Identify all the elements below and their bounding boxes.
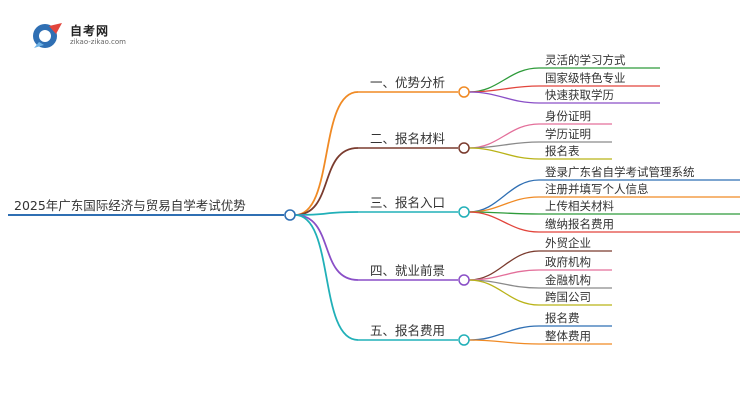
leaf-connector (468, 339, 540, 345)
branch-connector (294, 214, 359, 341)
branch-label[interactable]: 三、报名入口 (370, 195, 445, 210)
branch-label[interactable]: 五、报名费用 (370, 323, 445, 338)
root-label[interactable]: 2025年广东国际经济与贸易自学考试优势 (14, 198, 246, 213)
branch-connector (294, 211, 359, 216)
leaf-label[interactable]: 报名表 (545, 144, 580, 158)
leaf-label[interactable]: 报名费 (545, 311, 580, 325)
leaf-connector (468, 141, 540, 149)
branch-connector (294, 91, 359, 216)
branch-node-circle[interactable] (458, 206, 470, 218)
leaf-label[interactable]: 登录广东省自学考试管理系统 (545, 165, 695, 179)
leaf-connector (468, 325, 540, 341)
leaf-connector (468, 91, 540, 104)
leaf-label[interactable]: 快速获取学历 (545, 88, 614, 102)
branch-label[interactable]: 一、优势分析 (370, 75, 445, 90)
logo-title: 自考网 (70, 24, 110, 38)
site-logo[interactable]: 自考网 zikao-zikao.com (30, 20, 140, 50)
branch-connector (294, 147, 359, 216)
leaf-label[interactable]: 国家级特色专业 (545, 71, 626, 85)
leaf-label[interactable]: 身份证明 (545, 109, 591, 123)
branch-label[interactable]: 二、报名材料 (370, 131, 446, 146)
leaf-label[interactable]: 上传相关材料 (545, 199, 614, 213)
leaf-label[interactable]: 政府机构 (545, 255, 591, 269)
leaf-connector (468, 85, 540, 93)
branch-connector (294, 214, 359, 281)
leaf-connector (468, 147, 540, 160)
leaf-label[interactable]: 整体费用 (545, 329, 591, 343)
branch-label[interactable]: 四、就业前景 (370, 263, 445, 278)
leaf-label[interactable]: 注册并填写个人信息 (545, 182, 649, 196)
leaf-connector (468, 279, 540, 306)
logo-mark-icon (33, 23, 62, 48)
leaf-label[interactable]: 金融机构 (545, 273, 591, 287)
leaf-label[interactable]: 跨国公司 (545, 290, 591, 304)
mind-map-edges (8, 67, 740, 345)
branch-node-circle[interactable] (458, 142, 470, 154)
mind-map-nodes: 2025年广东国际经济与贸易自学考试优势 一、优势分析 灵活的学习方式国家级特色专业… (14, 53, 695, 346)
leaf-label[interactable]: 学历证明 (545, 127, 591, 141)
leaf-connector (468, 211, 540, 233)
branch-node-circle[interactable] (458, 334, 470, 346)
leaf-connector (468, 179, 540, 213)
root-node-circle[interactable] (284, 209, 296, 221)
leaf-label[interactable]: 灵活的学习方式 (545, 53, 626, 67)
branch-node-circle[interactable] (458, 86, 470, 98)
branch-node-circle[interactable] (458, 274, 470, 286)
leaf-label[interactable]: 外贸企业 (545, 236, 591, 250)
leaf-label[interactable]: 缴纳报名费用 (545, 217, 614, 231)
logo-url: zikao-zikao.com (70, 38, 126, 46)
leaf-connector (468, 196, 540, 213)
